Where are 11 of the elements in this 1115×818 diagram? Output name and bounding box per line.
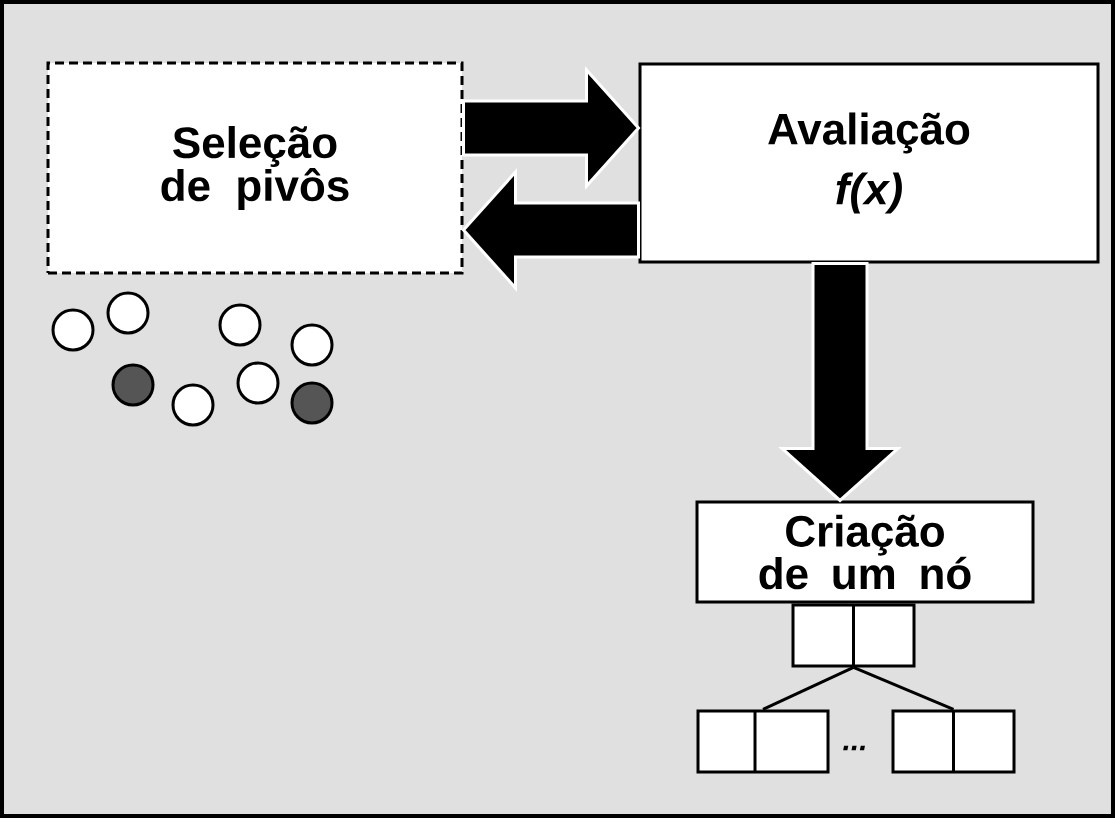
- process-box: Seleção de pivôs: [46, 61, 464, 275]
- ellipsis-label: ...: [843, 745, 865, 751]
- block-arrow: [778, 262, 902, 503]
- connector-line: [762, 666, 855, 711]
- block-arrow: [462, 66, 641, 190]
- process-box: Avaliação f(x): [638, 62, 1100, 264]
- tree-node-box: [696, 709, 830, 774]
- tree-node-box: [791, 603, 916, 668]
- tree-node-box: [891, 709, 1016, 774]
- connector-line: [852, 666, 955, 711]
- block-arrow: [461, 168, 640, 292]
